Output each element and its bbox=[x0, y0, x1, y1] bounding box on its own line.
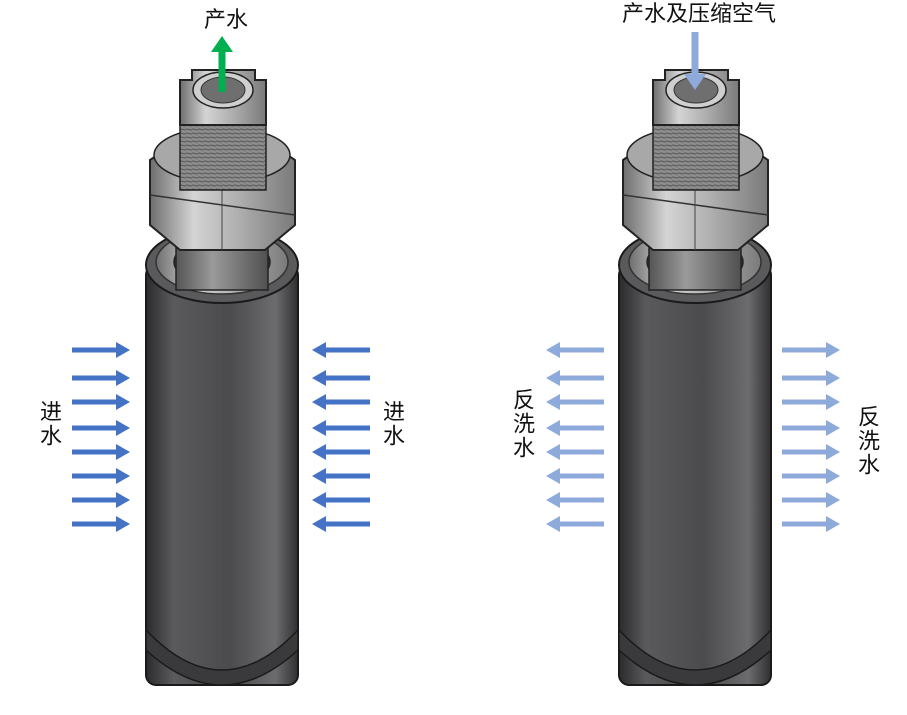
right-backwash-arrow bbox=[546, 342, 604, 358]
left-inflow-arrow bbox=[72, 394, 130, 410]
left-inflow-arrow bbox=[312, 492, 370, 508]
left-inflow-arrow bbox=[312, 468, 370, 484]
left-inflow-arrow bbox=[312, 370, 370, 386]
right-backwash-arrow bbox=[782, 370, 840, 386]
right-backwash-arrow bbox=[546, 420, 604, 436]
right-backwash-arrow bbox=[782, 468, 840, 484]
left-filter-cartridge bbox=[145, 69, 299, 686]
left-inflow-arrow bbox=[72, 492, 130, 508]
left-inflow-arrow bbox=[72, 444, 130, 460]
product-water-up-arrow bbox=[211, 36, 233, 92]
left-side-label-left: 进水 bbox=[36, 400, 61, 448]
right-filter-cartridge bbox=[618, 69, 772, 686]
right-side-label-right: 反洗水 bbox=[854, 405, 879, 477]
left-inflow-arrow bbox=[312, 420, 370, 436]
right-backwash-arrow bbox=[782, 516, 840, 532]
right-top-label: 产水及压缩空气 bbox=[622, 2, 777, 27]
water-air-down-arrow bbox=[684, 32, 706, 90]
right-side-label-left: 反洗水 bbox=[509, 388, 534, 460]
left-inflow-arrow bbox=[312, 394, 370, 410]
left-inflow-arrow bbox=[312, 444, 370, 460]
left-inflow-arrow bbox=[72, 420, 130, 436]
left-inflow-arrow bbox=[72, 342, 130, 358]
left-inflow-arrow bbox=[312, 342, 370, 358]
left-inflow-arrow bbox=[72, 516, 130, 532]
left-inflow-arrow bbox=[72, 370, 130, 386]
right-backwash-arrow bbox=[782, 492, 840, 508]
left-side-label-right: 进水 bbox=[379, 400, 404, 448]
left-top-label: 产水 bbox=[204, 8, 249, 33]
right-backwash-arrow bbox=[782, 394, 840, 410]
right-backwash-arrow bbox=[546, 370, 604, 386]
right-backwash-arrow bbox=[546, 492, 604, 508]
right-backwash-arrow bbox=[782, 420, 840, 436]
left-inflow-arrow bbox=[312, 516, 370, 532]
right-backwash-arrow bbox=[546, 516, 604, 532]
right-backwash-arrow bbox=[782, 444, 840, 460]
left-inflow-arrow bbox=[72, 468, 130, 484]
right-backwash-arrow bbox=[546, 468, 604, 484]
right-backwash-arrow bbox=[782, 342, 840, 358]
right-backwash-arrow bbox=[546, 394, 604, 410]
right-backwash-arrow bbox=[546, 444, 604, 460]
flow-arrows bbox=[72, 32, 840, 532]
